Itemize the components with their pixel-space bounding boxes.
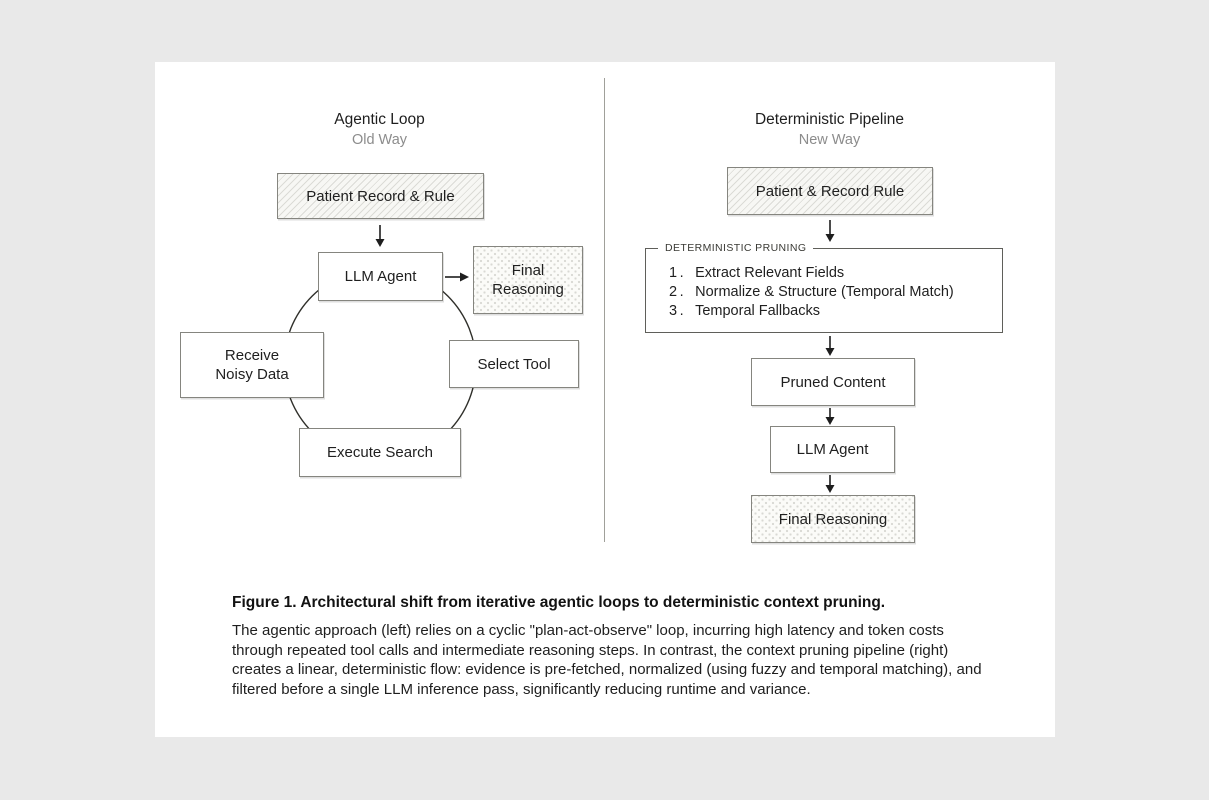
list-item-label: Temporal Fallbacks bbox=[695, 303, 821, 319]
pruning-steps-list: 1. Extract Relevant Fields 2. Normalize … bbox=[646, 249, 1002, 321]
node-label: Receive Noisy Data bbox=[215, 347, 289, 383]
down-arrow-icon bbox=[825, 408, 835, 425]
node-label: Final Reasoning bbox=[492, 262, 564, 298]
right-arrow-icon bbox=[445, 272, 469, 282]
node-label: LLM Agent bbox=[796, 441, 869, 458]
node-label: Pruned Content bbox=[780, 373, 886, 391]
left-panel-title: Agentic Loop bbox=[334, 111, 425, 128]
node-label: Final Reasoning bbox=[778, 510, 888, 528]
node-label: Patient Record & Rule bbox=[306, 187, 455, 205]
node-patient-record-rule: Patient Record & Rule bbox=[277, 173, 484, 219]
down-arrow-icon bbox=[375, 225, 385, 247]
node-label: Patient & Record Rule bbox=[755, 182, 905, 200]
down-arrow-icon bbox=[825, 220, 835, 242]
right-panel-subtitle: New Way bbox=[798, 132, 861, 148]
figure-caption: Figure 1. Architectural shift from itera… bbox=[232, 593, 989, 699]
caption-title: Figure 1. Architectural shift from itera… bbox=[232, 594, 886, 611]
panel-divider bbox=[604, 78, 605, 542]
node-final-reasoning-left: Final Reasoning bbox=[473, 246, 583, 314]
list-item-number: 2. bbox=[669, 284, 687, 300]
right-panel-title: Deterministic Pipeline bbox=[754, 111, 905, 128]
left-panel-title-block: Agentic Loop Old Way bbox=[155, 110, 604, 150]
pruning-legend: DETERMINISTIC PRUNING bbox=[658, 242, 814, 254]
left-panel-subtitle: Old Way bbox=[351, 132, 408, 148]
node-label: Select Tool bbox=[477, 355, 551, 373]
node-label: Execute Search bbox=[327, 444, 433, 461]
figure-card: Agentic Loop Old Way Patient Record & Ru… bbox=[155, 62, 1055, 737]
node-execute-search: Execute Search bbox=[299, 428, 461, 477]
caption-body: The agentic approach (left) relies on a … bbox=[232, 622, 982, 698]
node-select-tool: Select Tool bbox=[449, 340, 579, 388]
list-item: 1. Extract Relevant Fields bbox=[669, 264, 1002, 283]
list-item-label: Normalize & Structure (Temporal Match) bbox=[695, 284, 954, 300]
list-item-number: 3. bbox=[669, 303, 687, 319]
down-arrow-icon bbox=[825, 336, 835, 356]
list-item: 2. Normalize & Structure (Temporal Match… bbox=[669, 283, 1002, 302]
list-item-label: Extract Relevant Fields bbox=[695, 265, 845, 281]
node-llm-agent-right: LLM Agent bbox=[770, 426, 895, 473]
node-final-reasoning-right: Final Reasoning bbox=[751, 495, 915, 543]
down-arrow-icon bbox=[825, 475, 835, 493]
right-panel-title-block: Deterministic Pipeline New Way bbox=[604, 110, 1055, 150]
node-pruned-content: Pruned Content bbox=[751, 358, 915, 406]
node-label: LLM Agent bbox=[344, 268, 417, 285]
deterministic-pruning-group: DETERMINISTIC PRUNING 1. Extract Relevan… bbox=[645, 242, 1003, 333]
list-item: 3. Temporal Fallbacks bbox=[669, 302, 1002, 321]
list-item-number: 1. bbox=[669, 265, 687, 281]
node-receive-noisy-data: Receive Noisy Data bbox=[180, 332, 324, 398]
node-llm-agent-left: LLM Agent bbox=[318, 252, 443, 301]
node-patient-record-rule-right: Patient & Record Rule bbox=[727, 167, 933, 215]
